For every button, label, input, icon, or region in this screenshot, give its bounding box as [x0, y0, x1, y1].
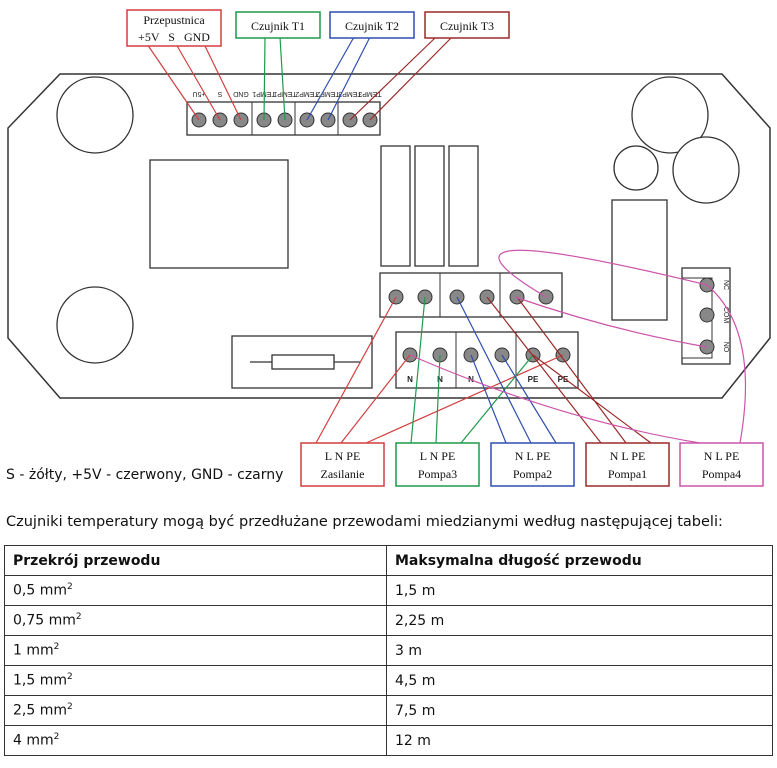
box-title: Czujnik T2: [345, 19, 399, 33]
terminal-label: N: [437, 375, 443, 384]
box-title: Pompa2: [513, 467, 552, 481]
table-intro: Czujniki temperatury mogą być przedłużan…: [6, 514, 723, 530]
table-row: 0,75 mm2 2,25 m: [4, 605, 773, 636]
wire-przepustnica: [146, 43, 242, 121]
box-pompa4: N L PE Pompa4: [679, 442, 764, 487]
box-pins: L N PE: [420, 449, 456, 463]
terminal-label: N: [407, 375, 413, 384]
cell-section: 4 mm2: [4, 725, 387, 756]
wire-pompa3: [410, 296, 534, 444]
terminal-label: GND: [233, 90, 249, 97]
cell-length: 4,5 m: [386, 665, 773, 696]
cell-section: 2,5 mm2: [4, 695, 387, 726]
relay: [380, 145, 411, 267]
output-terminal-upper: [379, 272, 563, 318]
wire-t2: [306, 36, 371, 121]
box-title: Zasilanie: [321, 467, 365, 481]
terminal-label: NO: [722, 342, 729, 353]
box-pompa2: N L PE Pompa2: [490, 442, 575, 487]
capacitor: [672, 136, 740, 204]
table-row: 2,5 mm2 7,5 m: [4, 695, 773, 726]
box-czujnik-t1: Czujnik T1: [235, 11, 321, 39]
box-czujnik-t3: Czujnik T3: [424, 11, 510, 39]
header-section: Przekrój przewodu: [4, 545, 387, 576]
wire-pompa1: [486, 296, 652, 444]
wire-t3: [349, 36, 453, 121]
terminal-label: S: [217, 90, 222, 97]
cell-section: 0,5 mm2: [4, 575, 387, 606]
cell-length: 12 m: [386, 725, 773, 756]
wire-pompa2: [456, 296, 557, 444]
box-pins: +5V S GND: [138, 30, 210, 44]
box-title: Pompa1: [608, 467, 647, 481]
relay: [448, 145, 479, 267]
terminal-label: PE: [558, 375, 569, 384]
table-row: 1,5 mm2 4,5 m: [4, 665, 773, 696]
box-pins: N L PE: [610, 449, 646, 463]
terminal-label: NC: [722, 280, 729, 290]
box-title: Pompa3: [418, 467, 457, 481]
terminal-label: COM: [722, 307, 729, 324]
cell-length: 3 m: [386, 635, 773, 666]
terminal-label: PE: [528, 375, 539, 384]
terminal-label: TEMP3: [338, 90, 361, 97]
cell-section: 1,5 mm2: [4, 665, 387, 696]
box-pompa3: L N PE Pompa3: [395, 442, 480, 487]
cell-section: 1 mm2: [4, 635, 387, 666]
relay: [414, 145, 445, 267]
box-pins: N L PE: [704, 449, 740, 463]
terminal-label: +5U: [192, 90, 205, 97]
box-zasilanie: L N PE Zasilanie: [300, 442, 385, 487]
cell-length: 2,25 m: [386, 605, 773, 636]
top-terminal-block: [186, 101, 381, 136]
wire-length-table: Przekrój przewodu Maksymalna długość prz…: [4, 545, 773, 756]
header-length: Maksymalna długość przewodu: [386, 545, 773, 576]
cell-length: 7,5 m: [386, 695, 773, 726]
terminal-label: TEMP1: [273, 90, 296, 97]
box-pins: L N PE: [325, 449, 361, 463]
box-title: Czujnik T1: [251, 19, 305, 33]
cell-section: 0,75 mm2: [4, 605, 387, 636]
terminal-label: TEMP3: [358, 90, 381, 97]
wire-t1: [263, 36, 286, 121]
box-title: Czujnik T3: [440, 19, 494, 33]
wire-pompa4: [409, 249, 747, 444]
terminal-label: TEMP2: [316, 90, 339, 97]
table-header-row: Przekrój przewodu Maksymalna długość prz…: [4, 545, 773, 576]
box-czujnik-t2: Czujnik T2: [329, 11, 415, 39]
box-przepustnica: Przepustnica +5V S GND: [126, 9, 222, 47]
box-title: Pompa4: [702, 467, 741, 481]
mounting-hole: [631, 76, 709, 154]
wire-zasilanie: [315, 296, 564, 444]
cell-length: 1,5 m: [386, 575, 773, 606]
relay-terminal-block: [681, 267, 731, 365]
fuse: [271, 354, 335, 370]
table-row: 4 mm2 12 m: [4, 725, 773, 756]
box-pins: N L PE: [515, 449, 551, 463]
table-row: 1 mm2 3 m: [4, 635, 773, 666]
mounting-hole: [56, 286, 134, 364]
terminal-label: TEMP2: [295, 90, 318, 97]
mounting-hole: [56, 76, 134, 154]
box-title: Przepustnica: [143, 13, 205, 27]
table-row: 0,5 mm2 1,5 m: [4, 575, 773, 606]
capacitor: [613, 145, 659, 191]
wire-color-note: S - żółty, +5V - czerwony, GND - czarny: [6, 467, 284, 483]
transformer: [149, 159, 289, 269]
box-pompa1: N L PE Pompa1: [585, 442, 670, 487]
relay: [611, 199, 668, 321]
